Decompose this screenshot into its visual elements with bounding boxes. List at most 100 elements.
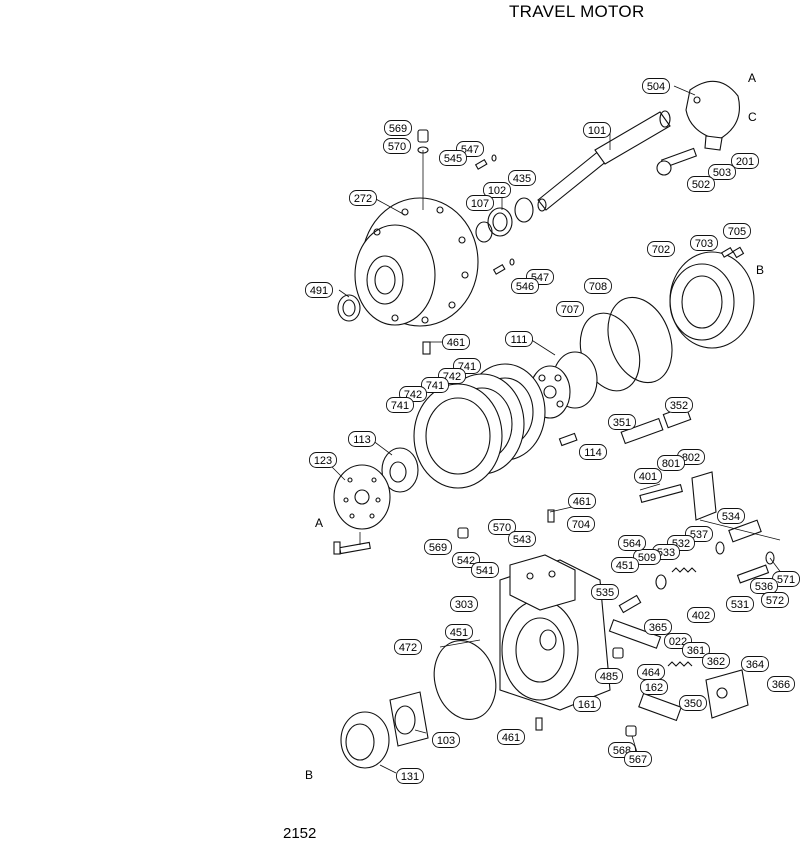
part-callout: 102 bbox=[483, 182, 511, 198]
part-callout: 545 bbox=[439, 150, 467, 166]
callout-number: 402 bbox=[692, 610, 710, 622]
page-title: TRAVEL MOTOR bbox=[509, 2, 645, 21]
seal-ring-part bbox=[337, 294, 361, 322]
part-callout: 461 bbox=[442, 334, 470, 350]
callout-box bbox=[750, 578, 778, 594]
callout-box bbox=[505, 331, 533, 347]
callout-box bbox=[466, 195, 494, 211]
motor-housing-part bbox=[499, 554, 611, 711]
callout-number: 351 bbox=[613, 417, 631, 429]
callout-box bbox=[687, 176, 715, 192]
page-number: 2152 bbox=[283, 825, 317, 842]
callout-box bbox=[383, 138, 411, 154]
callout-number: 570 bbox=[493, 522, 511, 534]
callout-box bbox=[508, 531, 536, 547]
callout-box bbox=[682, 642, 710, 658]
part-callout: 504 bbox=[642, 78, 670, 94]
part-callout: 364 bbox=[741, 656, 769, 672]
part-callout: 161 bbox=[573, 696, 601, 712]
part-callout: 570 bbox=[383, 138, 411, 154]
callout-box bbox=[723, 223, 751, 239]
callout-number: 113 bbox=[353, 434, 371, 446]
callout-box bbox=[568, 493, 596, 509]
part-callout: 103 bbox=[432, 732, 460, 748]
callout-number: 022 bbox=[669, 636, 687, 648]
part-callout: 567 bbox=[624, 751, 652, 767]
callout-box bbox=[471, 562, 499, 578]
part-callout: 543 bbox=[508, 531, 536, 547]
callout-box bbox=[432, 732, 460, 748]
part-callout: 535 bbox=[591, 584, 619, 600]
swash-plate-part bbox=[333, 464, 391, 530]
part-callout: 491 bbox=[305, 282, 333, 298]
callout-box bbox=[508, 170, 536, 186]
callout-number: 705 bbox=[728, 226, 746, 238]
callout-number: 531 bbox=[731, 599, 749, 611]
callout-box bbox=[608, 414, 636, 430]
callout-number: 537 bbox=[690, 529, 708, 541]
callout-box bbox=[624, 751, 652, 767]
callout-box bbox=[731, 153, 759, 169]
callout-number: 802 bbox=[682, 452, 700, 464]
part-callout: 451 bbox=[445, 624, 473, 640]
part-callout: 536 bbox=[750, 578, 778, 594]
callout-number: 123 bbox=[314, 455, 332, 467]
callout-number: 303 bbox=[455, 599, 473, 611]
callout-number: 461 bbox=[573, 496, 591, 508]
plug-part bbox=[417, 129, 429, 143]
leader-lines bbox=[324, 85, 786, 774]
part-callout: 542 bbox=[452, 552, 480, 568]
callout-box bbox=[511, 278, 539, 294]
part-callout: 107 bbox=[466, 195, 494, 211]
callout-box bbox=[741, 656, 769, 672]
callout-number: 451 bbox=[450, 627, 468, 639]
part-callout: 361 bbox=[682, 642, 710, 658]
callout-box bbox=[726, 596, 754, 612]
part-callout: 472 bbox=[394, 639, 422, 655]
cover-part bbox=[685, 80, 740, 141]
part-callout: 366 bbox=[767, 676, 795, 692]
callout-box bbox=[702, 653, 730, 669]
part-callout: 350 bbox=[679, 695, 707, 711]
part-callout: 113 bbox=[348, 431, 376, 447]
callout-number: 201 bbox=[736, 156, 754, 168]
part-callout: 402 bbox=[687, 607, 715, 623]
callout-number: 503 bbox=[713, 167, 731, 179]
callout-box bbox=[690, 235, 718, 251]
callout-box bbox=[717, 508, 745, 524]
callout-number: 564 bbox=[623, 538, 641, 550]
callout-number: 161 bbox=[578, 699, 596, 711]
callout-box bbox=[567, 516, 595, 532]
callout-box bbox=[305, 282, 333, 298]
callout-number: 534 bbox=[722, 511, 740, 523]
callout-number: 361 bbox=[687, 645, 705, 657]
callout-number: 546 bbox=[516, 281, 534, 293]
callout-box bbox=[657, 455, 685, 471]
callout-number: 352 bbox=[670, 400, 688, 412]
callout-box bbox=[488, 519, 516, 535]
part-callout: 703 bbox=[690, 235, 718, 251]
callout-box bbox=[611, 557, 639, 573]
callout-number: 131 bbox=[401, 771, 419, 783]
callout-box bbox=[309, 452, 337, 468]
part-callout: 111 bbox=[505, 331, 533, 347]
part-callout: 531 bbox=[726, 596, 754, 612]
part-callout: 461 bbox=[568, 493, 596, 509]
callout-number: 703 bbox=[695, 238, 713, 250]
callout-number: 741 bbox=[391, 400, 409, 412]
callout-box bbox=[483, 182, 511, 198]
callout-number: 491 bbox=[310, 285, 328, 297]
callout-number: 107 bbox=[471, 198, 489, 210]
part-callout: 162 bbox=[640, 679, 668, 695]
callout-number: 272 bbox=[354, 193, 372, 205]
part-callout: 352 bbox=[665, 397, 693, 413]
callout-number: 543 bbox=[513, 534, 531, 546]
letter-marker: B bbox=[756, 263, 764, 277]
bearing-part bbox=[487, 207, 513, 237]
callout-box bbox=[386, 397, 414, 413]
part-callout: 123 bbox=[309, 452, 337, 468]
callout-box bbox=[452, 552, 480, 568]
callout-number: 504 bbox=[647, 81, 665, 93]
callout-number: 362 bbox=[707, 656, 725, 668]
callout-number: 364 bbox=[746, 659, 764, 671]
